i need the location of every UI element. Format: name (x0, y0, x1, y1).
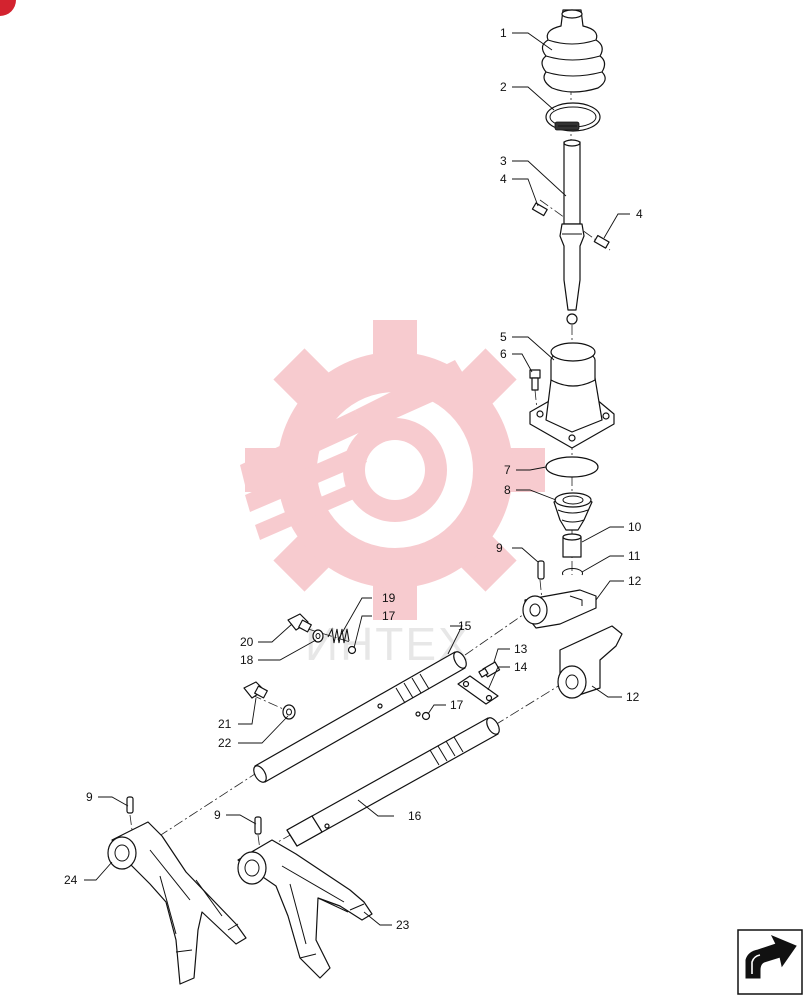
callout-12: 12 (628, 574, 642, 588)
callout-13: 13 (514, 642, 528, 656)
corner-badge (0, 0, 16, 16)
part-6-screw (529, 369, 541, 391)
part-9-pin-right-fork (254, 816, 262, 835)
callout-9: 9 (86, 790, 93, 804)
callout-2: 2 (500, 80, 507, 94)
callout-17: 17 (450, 698, 464, 712)
callout-14: 14 (514, 660, 528, 674)
part-12-shift-block-lower (557, 625, 623, 699)
part-18-washer (312, 629, 324, 643)
callout-21: 21 (218, 717, 232, 731)
part-3-gear-lever (559, 139, 585, 325)
part-8-seal (553, 492, 593, 531)
part-7-o-ring (545, 456, 599, 478)
part-9-pin-left-fork (126, 796, 134, 814)
part-13-screw (478, 661, 501, 678)
part-14-lock-plate (457, 675, 499, 705)
callout-4: 4 (500, 172, 507, 186)
part-9-pin-upper (537, 560, 545, 580)
callout-6: 6 (500, 347, 507, 361)
part-5-lever-housing (529, 342, 615, 449)
callout-23: 23 (396, 918, 410, 932)
part-12-shift-block-upper (522, 589, 597, 629)
part-23-shift-fork (237, 839, 373, 979)
part-22-washer (282, 704, 296, 720)
callout-labels: 1 2 3 4 4 5 6 7 8 9 10 11 12 12 13 14 15… (64, 26, 643, 932)
watermark-logo: ИНТЕХ (240, 320, 545, 670)
callout-9: 9 (496, 541, 503, 555)
part-15-selector-rod (253, 651, 467, 783)
callout-18: 18 (240, 653, 254, 667)
callout-22: 22 (218, 736, 232, 750)
callout-12: 12 (626, 690, 640, 704)
callout-11: 11 (628, 549, 641, 563)
callout-7: 7 (504, 463, 511, 477)
part-4-pin-right (593, 234, 610, 249)
part-4-pin-left (531, 202, 548, 217)
callout-17: 17 (382, 609, 396, 623)
callout-1: 1 (500, 26, 507, 40)
part-17-ball-upper (347, 645, 357, 655)
next-page-arrow-icon (745, 935, 797, 979)
part-17-ball-lower (421, 711, 431, 721)
callout-8: 8 (504, 483, 511, 497)
callout-16: 16 (408, 809, 422, 823)
callout-3: 3 (500, 154, 507, 168)
callout-19: 19 (382, 591, 396, 605)
part-21-plug (243, 681, 268, 699)
callout-5: 5 (500, 330, 507, 344)
part-16-selector-rod (286, 711, 500, 847)
next-page-button[interactable] (737, 929, 803, 995)
callout-20: 20 (240, 635, 254, 649)
callout-4: 4 (636, 207, 643, 221)
callout-10: 10 (628, 520, 642, 534)
part-11-circlip (562, 567, 583, 576)
leader-lines (84, 32, 630, 926)
callout-15: 15 (458, 619, 472, 633)
part-24-shift-fork (107, 821, 247, 985)
part-10-bush (562, 533, 582, 558)
callout-24: 24 (64, 873, 78, 887)
part-19-spring (327, 627, 350, 644)
part-20-plug (287, 613, 312, 633)
callout-9: 9 (214, 808, 221, 822)
part-1-rubber-boot (541, 9, 606, 93)
part-2-hose-clamp (545, 102, 601, 132)
